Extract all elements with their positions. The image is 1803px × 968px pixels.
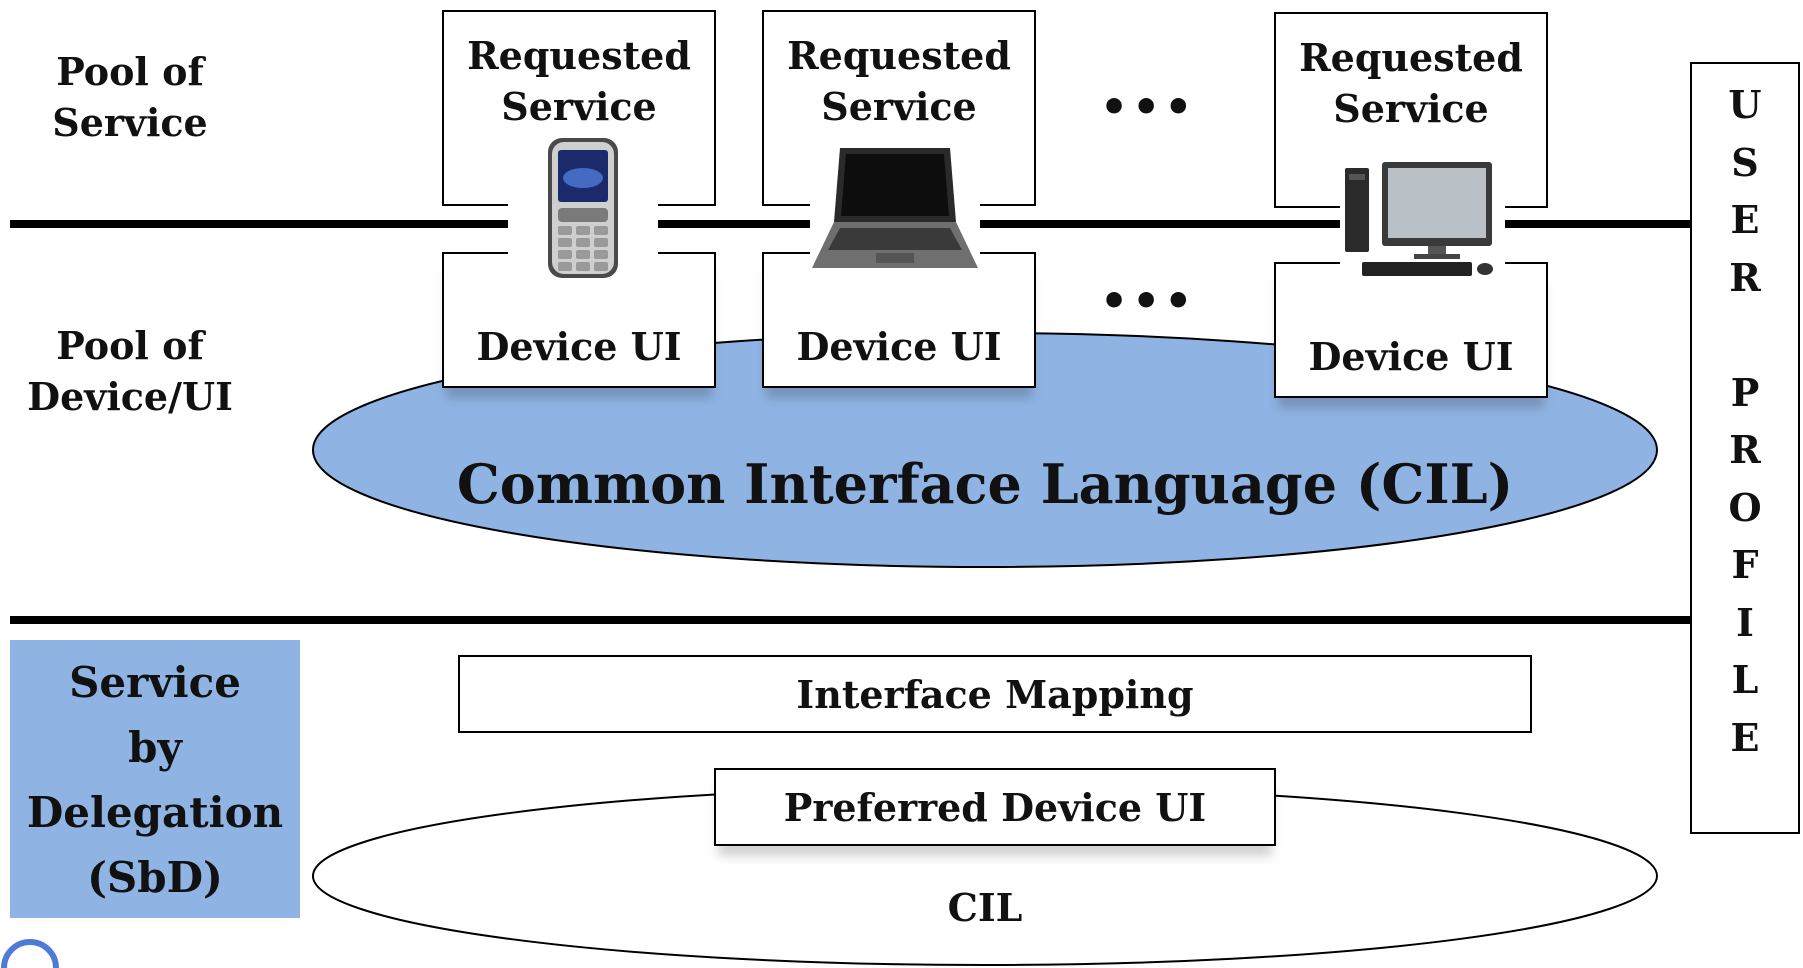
device-ui-label: Device UI [796,324,1002,369]
pool-of-service-label: Pool of Service [30,46,230,149]
desktop-computer-icon [1340,158,1505,283]
ellipsis-middle: ••• [1100,276,1197,327]
sbd-label: Service by Delegation (SbD) [10,650,300,910]
laptop-icon [810,140,980,280]
sbd-line3: Delegation [26,788,284,838]
user-profile-letters: U S E R P R O F I L E [1692,76,1798,766]
requested-service-line1: Requested [467,33,691,78]
cil-title: Common Interface Language (CIL) [456,452,1514,516]
sbd-line4: (SbD) [87,853,223,903]
profile-letter: U [1728,82,1762,127]
requested-service-line2: Service [821,84,977,130]
requested-service-line1: Requested [1299,35,1523,80]
profile-letter: S [1731,139,1759,185]
pool-of-device-ui-label: Pool of Device/UI [10,320,250,423]
device-ui-box-1: Device UI [442,252,716,388]
user-profile-box: U S E R P R O F I L E [1690,62,1800,834]
middle-separator-line [10,616,1790,624]
pool-of-device-line1: Pool of [56,323,204,368]
preferred-device-ui-box: Preferred Device UI [714,768,1276,846]
profile-letter: I [1736,599,1754,645]
profile-letter: F [1731,542,1759,587]
profile-letter: O [1728,484,1762,530]
device-ui-box-3: Device UI [1274,262,1548,398]
profile-letter: E [1730,714,1760,760]
pool-of-service-line1: Pool of [56,49,204,94]
interface-mapping-label: Interface Mapping [796,672,1194,717]
interface-mapping-box: Interface Mapping [458,655,1532,733]
profile-letter: R [1729,427,1761,472]
requested-service-line2: Service [501,84,657,130]
profile-letter: E [1730,197,1760,242]
device-ui-label: Device UI [1308,334,1514,379]
profile-letter-gap [1692,306,1798,364]
pool-of-service-line2: Service [52,100,208,146]
requested-service-line2: Service [1333,86,1489,132]
sbd-box: Service by Delegation (SbD) [10,640,300,918]
sbd-line2: by [128,723,182,773]
requested-service-line1: Requested [787,33,1011,78]
profile-letter: L [1731,657,1759,702]
sbd-line1: Service [69,658,241,707]
ellipsis-top: ••• [1100,82,1197,133]
device-ui-label: Device UI [476,324,682,369]
pool-of-device-line2: Device/UI [27,374,233,420]
mobile-phone-icon [508,128,658,283]
profile-letter: P [1730,369,1760,415]
cil-bottom-label: CIL [947,885,1023,930]
preferred-device-ui-label: Preferred Device UI [783,785,1207,830]
profile-letter: R [1729,254,1761,300]
decorative-circle [1,939,59,968]
